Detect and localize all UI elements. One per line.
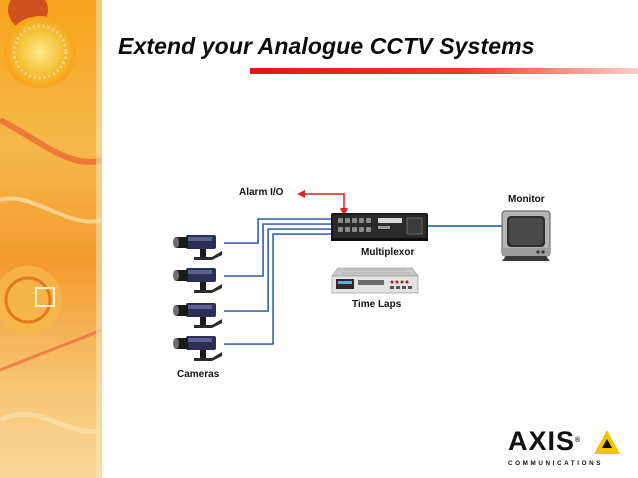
axis-logo: AXIS® COMMUNICATIONS	[508, 426, 620, 470]
camera-4	[173, 336, 222, 361]
multiplexor-device	[331, 213, 428, 241]
time-laps-label: Time Laps	[352, 299, 402, 310]
registered-mark: ®	[575, 437, 582, 444]
axis-triangle-icon	[594, 430, 620, 454]
cameras-label: Cameras	[177, 369, 220, 380]
camera-1	[173, 235, 222, 260]
time-lapse-recorder	[331, 267, 419, 294]
alarm-io-line	[297, 190, 348, 216]
axis-wordmark: AXIS®	[508, 426, 581, 456]
monitor-label: Monitor	[508, 194, 545, 205]
monitor-device	[501, 210, 551, 261]
camera-cables	[224, 218, 332, 345]
slide-title: Extend your Analogue CCTV Systems	[118, 33, 535, 59]
multiplexor-label: Multiplexor	[361, 247, 415, 258]
alarm-io-label: Alarm I/O	[239, 187, 284, 198]
title-underline	[250, 68, 638, 74]
axis-wordmark-text: AXIS	[508, 426, 576, 456]
cable-highlights	[224, 217, 332, 344]
camera-3	[173, 303, 222, 328]
axis-tagline: COMMUNICATIONS	[508, 460, 604, 467]
decorative-side-panel	[0, 0, 102, 478]
camera-2	[173, 268, 222, 293]
